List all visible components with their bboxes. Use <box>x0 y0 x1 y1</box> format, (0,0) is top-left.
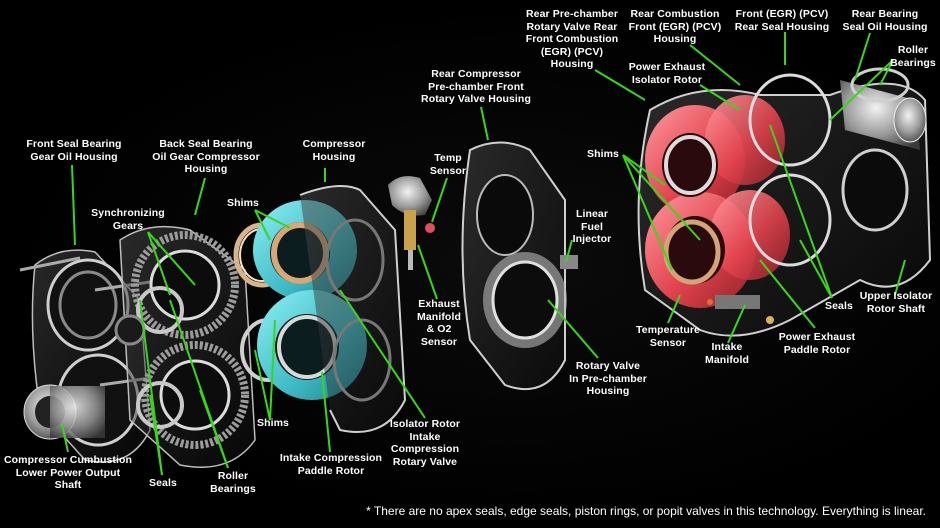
label-sync-gears: Synchronizing Gears <box>91 207 165 232</box>
label-roller-bearings-left: Roller Bearings <box>210 470 256 495</box>
label-intake-compression-paddle: Intake Compression Paddle Rotor <box>279 452 383 477</box>
label-temp-sensor: Temp Sensor <box>429 152 467 177</box>
rear-compressor-housing-part <box>461 141 578 390</box>
label-rear-prechamber: Rear Pre-chamber Rotary Valve Rear Front… <box>525 8 619 70</box>
label-roller-bearings-right: Roller Bearings <box>890 44 936 69</box>
exhaust-manifold-o2-sensor <box>388 176 435 270</box>
label-front-egr-rear-seal: Front (EGR) (PCV) Rear Seal Housing <box>734 8 830 33</box>
label-rotary-valve-housing: Rotary Valve In Pre-chamber Housing <box>569 360 647 397</box>
label-shims-bottom: Shims <box>256 417 289 429</box>
label-compressor-housing: Compressor Housing <box>302 138 366 163</box>
front-seal-housing-part <box>19 249 151 463</box>
leader-lines <box>61 32 906 476</box>
label-shims-left: Shims <box>226 197 259 209</box>
rear-combustion-assembly <box>637 67 932 337</box>
label-back-seal-housing: Back Seal Bearing Oil Gear Compressor Ho… <box>152 138 260 175</box>
label-intake-manifold: Intake Manifold <box>705 341 749 366</box>
label-upper-isolator-shaft: Upper Isolator Rotor Shaft <box>859 290 933 315</box>
label-power-exhaust-paddle: Power Exhaust Paddle Rotor <box>778 331 856 356</box>
label-power-exhaust-isolator: Power Exhaust Isolator Rotor <box>628 61 706 86</box>
footnote: * There are no apex seals, edge seals, p… <box>366 504 926 518</box>
label-seals-left: Seals <box>149 477 177 489</box>
label-exhaust-manifold: Exhaust Manifold & O2 Sensor <box>417 298 461 348</box>
label-shims-right: Shims <box>586 148 619 160</box>
label-rear-combustion-front: Rear Combustion Front (EGR) (PCV) Housin… <box>628 8 722 45</box>
label-temperature-sensor: Temperature Sensor <box>636 324 700 349</box>
label-compressor-shaft: Compressor Cumbustion Lower Power Output… <box>3 454 133 491</box>
label-front-seal-housing: Front Seal Bearing Gear Oil Housing <box>26 138 122 163</box>
label-seals-right: Seals <box>825 300 853 312</box>
label-isolator-rotor-intake: Isolator Rotor Intake Compression Rotary… <box>389 418 461 468</box>
label-rear-compressor-housing: Rear Compressor Pre-chamber Front Rotary… <box>421 68 531 105</box>
label-linear-fuel-injector: Linear Fuel Injector <box>572 208 612 245</box>
label-rear-bearing-seal-oil: Rear Bearing Seal Oil Housing <box>842 8 928 33</box>
